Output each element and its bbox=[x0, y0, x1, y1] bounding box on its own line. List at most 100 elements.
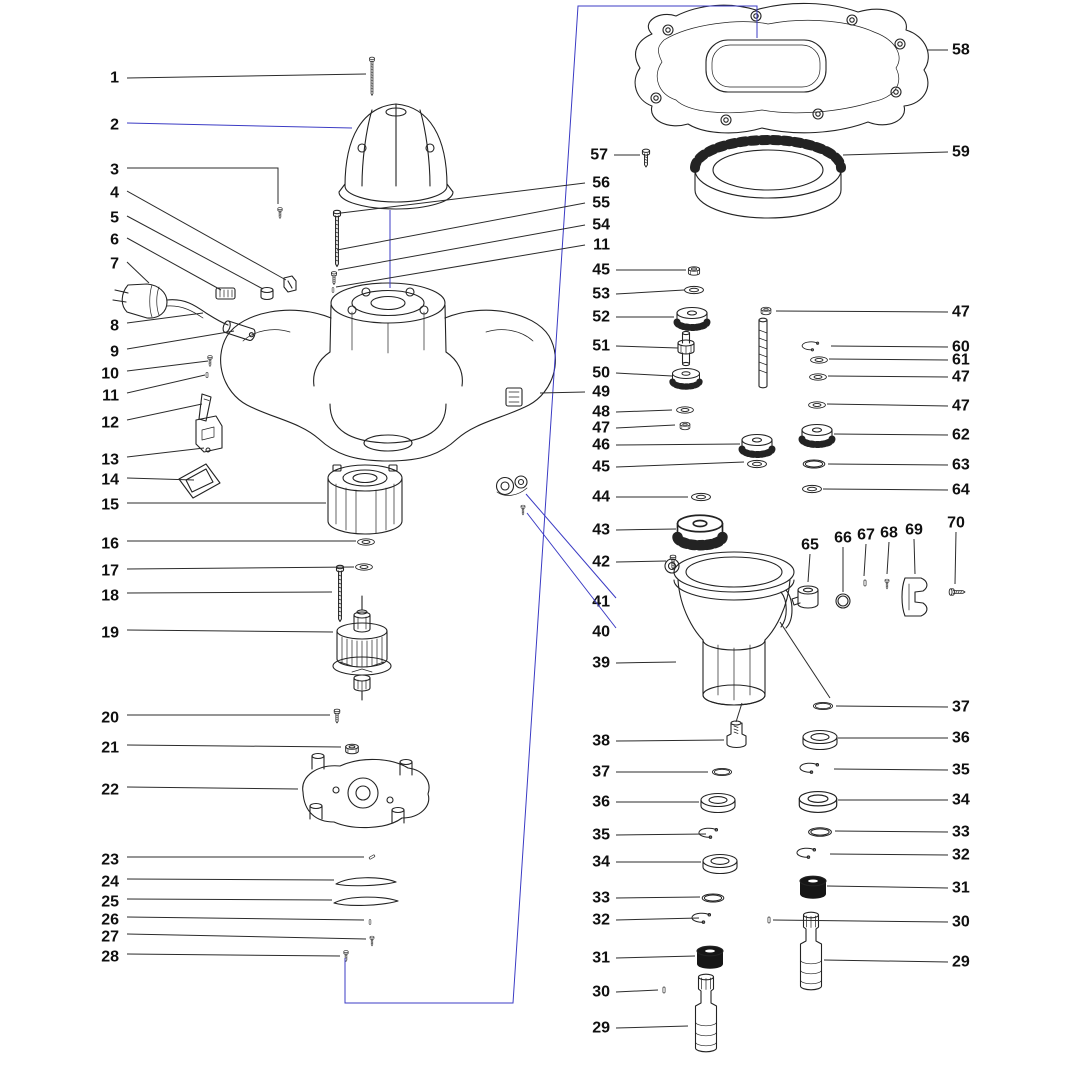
callouts-layer: 1234567891011121314151617181920212223242… bbox=[101, 42, 970, 1037]
part-7-power-plug bbox=[112, 283, 229, 326]
part-number-10-9: 10 bbox=[101, 366, 119, 383]
part-number-30-76: 30 bbox=[952, 914, 970, 931]
part-number-22-21: 22 bbox=[101, 782, 119, 799]
leader-line-59-60 bbox=[842, 151, 949, 156]
part-number-63-67: 63 bbox=[952, 457, 970, 474]
leader-line-29-58 bbox=[615, 1025, 689, 1029]
part-18-long-screw bbox=[335, 564, 345, 623]
part-number-14-13: 14 bbox=[101, 472, 119, 489]
leader-line-31-56 bbox=[615, 955, 696, 959]
leader-line-54-30 bbox=[337, 224, 586, 271]
leader-line-21-20 bbox=[126, 744, 342, 748]
leader-line-28-27 bbox=[126, 953, 341, 957]
leader-line-7-6 bbox=[126, 261, 150, 284]
leader-line-49-38 bbox=[539, 391, 586, 394]
leader-line-26-25 bbox=[126, 916, 365, 921]
leader-line-40-47 bbox=[526, 512, 617, 629]
part-number-45-42: 45 bbox=[592, 459, 610, 476]
part-number-35-71: 35 bbox=[952, 762, 970, 779]
part-number-62-66: 62 bbox=[952, 427, 970, 444]
part-60-circlip bbox=[801, 341, 820, 352]
part-44-washer bbox=[691, 492, 711, 502]
leader-line-17-16 bbox=[126, 566, 355, 570]
part-number-65-78: 65 bbox=[801, 537, 819, 554]
part-number-46-41: 46 bbox=[592, 437, 610, 454]
part-number-29-58: 29 bbox=[592, 1020, 610, 1037]
leader-line-63-67 bbox=[827, 463, 949, 466]
part-46-gear bbox=[742, 435, 772, 456]
part-48-washer bbox=[676, 406, 694, 414]
part-number-47-64: 47 bbox=[952, 369, 970, 386]
part-8-cable bbox=[166, 299, 229, 326]
part-26-pin bbox=[368, 919, 372, 925]
leader-line-38-49 bbox=[615, 739, 725, 742]
part-30-pin-mid bbox=[662, 986, 666, 994]
part-number-64-68: 64 bbox=[952, 482, 970, 499]
part-number-57-32: 57 bbox=[590, 147, 608, 164]
leader-line-1-0 bbox=[126, 73, 367, 79]
part-number-21-20: 21 bbox=[101, 740, 119, 757]
leader-line-12-11 bbox=[126, 403, 203, 421]
part-number-31-75: 31 bbox=[952, 880, 970, 897]
part-number-31-56: 31 bbox=[592, 950, 610, 967]
part-67-pin bbox=[863, 579, 867, 587]
part-66-ring bbox=[835, 593, 851, 609]
part-29-output-shaft-right bbox=[799, 911, 823, 991]
leader-line-47-40 bbox=[615, 424, 676, 429]
part-51-gear-shaft bbox=[677, 330, 695, 367]
part-number-6-5: 6 bbox=[110, 232, 119, 249]
part-number-37-50: 37 bbox=[592, 764, 610, 781]
part-number-7-6: 7 bbox=[110, 256, 119, 273]
part-47-nut bbox=[679, 421, 691, 431]
part-9-cable-sleeve bbox=[222, 320, 256, 341]
leader-line-18-17 bbox=[126, 591, 333, 594]
part-number-2-1: 2 bbox=[110, 117, 119, 134]
part-57-screw bbox=[641, 148, 651, 168]
part-number-47-65: 47 bbox=[952, 398, 970, 415]
assembly-frame-line bbox=[344, 5, 758, 1004]
part-58-top-cover bbox=[634, 2, 929, 134]
leader-line-13-12 bbox=[126, 447, 205, 458]
part-number-36-51: 36 bbox=[592, 794, 610, 811]
part-21-nut bbox=[345, 743, 359, 755]
part-4-bracket bbox=[283, 275, 297, 293]
leader-line-67-80 bbox=[863, 543, 867, 577]
part-number-47-61: 47 bbox=[952, 304, 970, 321]
part-number-37-69: 37 bbox=[952, 699, 970, 716]
part-number-25-24: 25 bbox=[101, 894, 119, 911]
part-number-27-26: 27 bbox=[101, 929, 119, 946]
part-number-17-16: 17 bbox=[101, 563, 119, 580]
part-number-43-44: 43 bbox=[592, 522, 610, 539]
part-28-screw bbox=[343, 950, 349, 962]
part-number-28-27: 28 bbox=[101, 949, 119, 966]
part-11-pin bbox=[205, 371, 209, 379]
part-11-pin-upper bbox=[331, 287, 335, 293]
part-40-screw bbox=[520, 504, 526, 516]
part-number-20-19: 20 bbox=[101, 710, 119, 727]
part-37-oring-mid bbox=[711, 767, 733, 777]
part-number-29-77: 29 bbox=[952, 954, 970, 971]
part-51-countershaft bbox=[758, 317, 768, 389]
part-number-52-35: 52 bbox=[592, 309, 610, 326]
part-number-54-30: 54 bbox=[592, 217, 610, 234]
part-number-11-31: 11 bbox=[593, 237, 610, 254]
part-number-34-72: 34 bbox=[952, 792, 970, 809]
part-number-60-62: 60 bbox=[952, 339, 970, 356]
part-53-washer bbox=[684, 285, 704, 295]
part-number-16-15: 16 bbox=[101, 536, 119, 553]
part-10-screw bbox=[207, 355, 213, 367]
part-number-24-23: 24 bbox=[101, 874, 119, 891]
leader-line-51-36 bbox=[615, 345, 679, 349]
leader-line-42-45 bbox=[615, 560, 667, 563]
part-number-9-8: 9 bbox=[110, 344, 119, 361]
part-30-pin-right bbox=[767, 916, 771, 924]
leader-line-43-44 bbox=[615, 528, 677, 531]
part-47-nut-shaft-top bbox=[760, 306, 772, 316]
part-number-35-52: 35 bbox=[592, 827, 610, 844]
part-number-1-0: 1 bbox=[110, 70, 119, 87]
part-15-stator bbox=[327, 464, 403, 535]
part-70-screw bbox=[948, 588, 966, 596]
part-number-44-43: 44 bbox=[592, 489, 610, 506]
part-number-55-29: 55 bbox=[592, 195, 610, 212]
